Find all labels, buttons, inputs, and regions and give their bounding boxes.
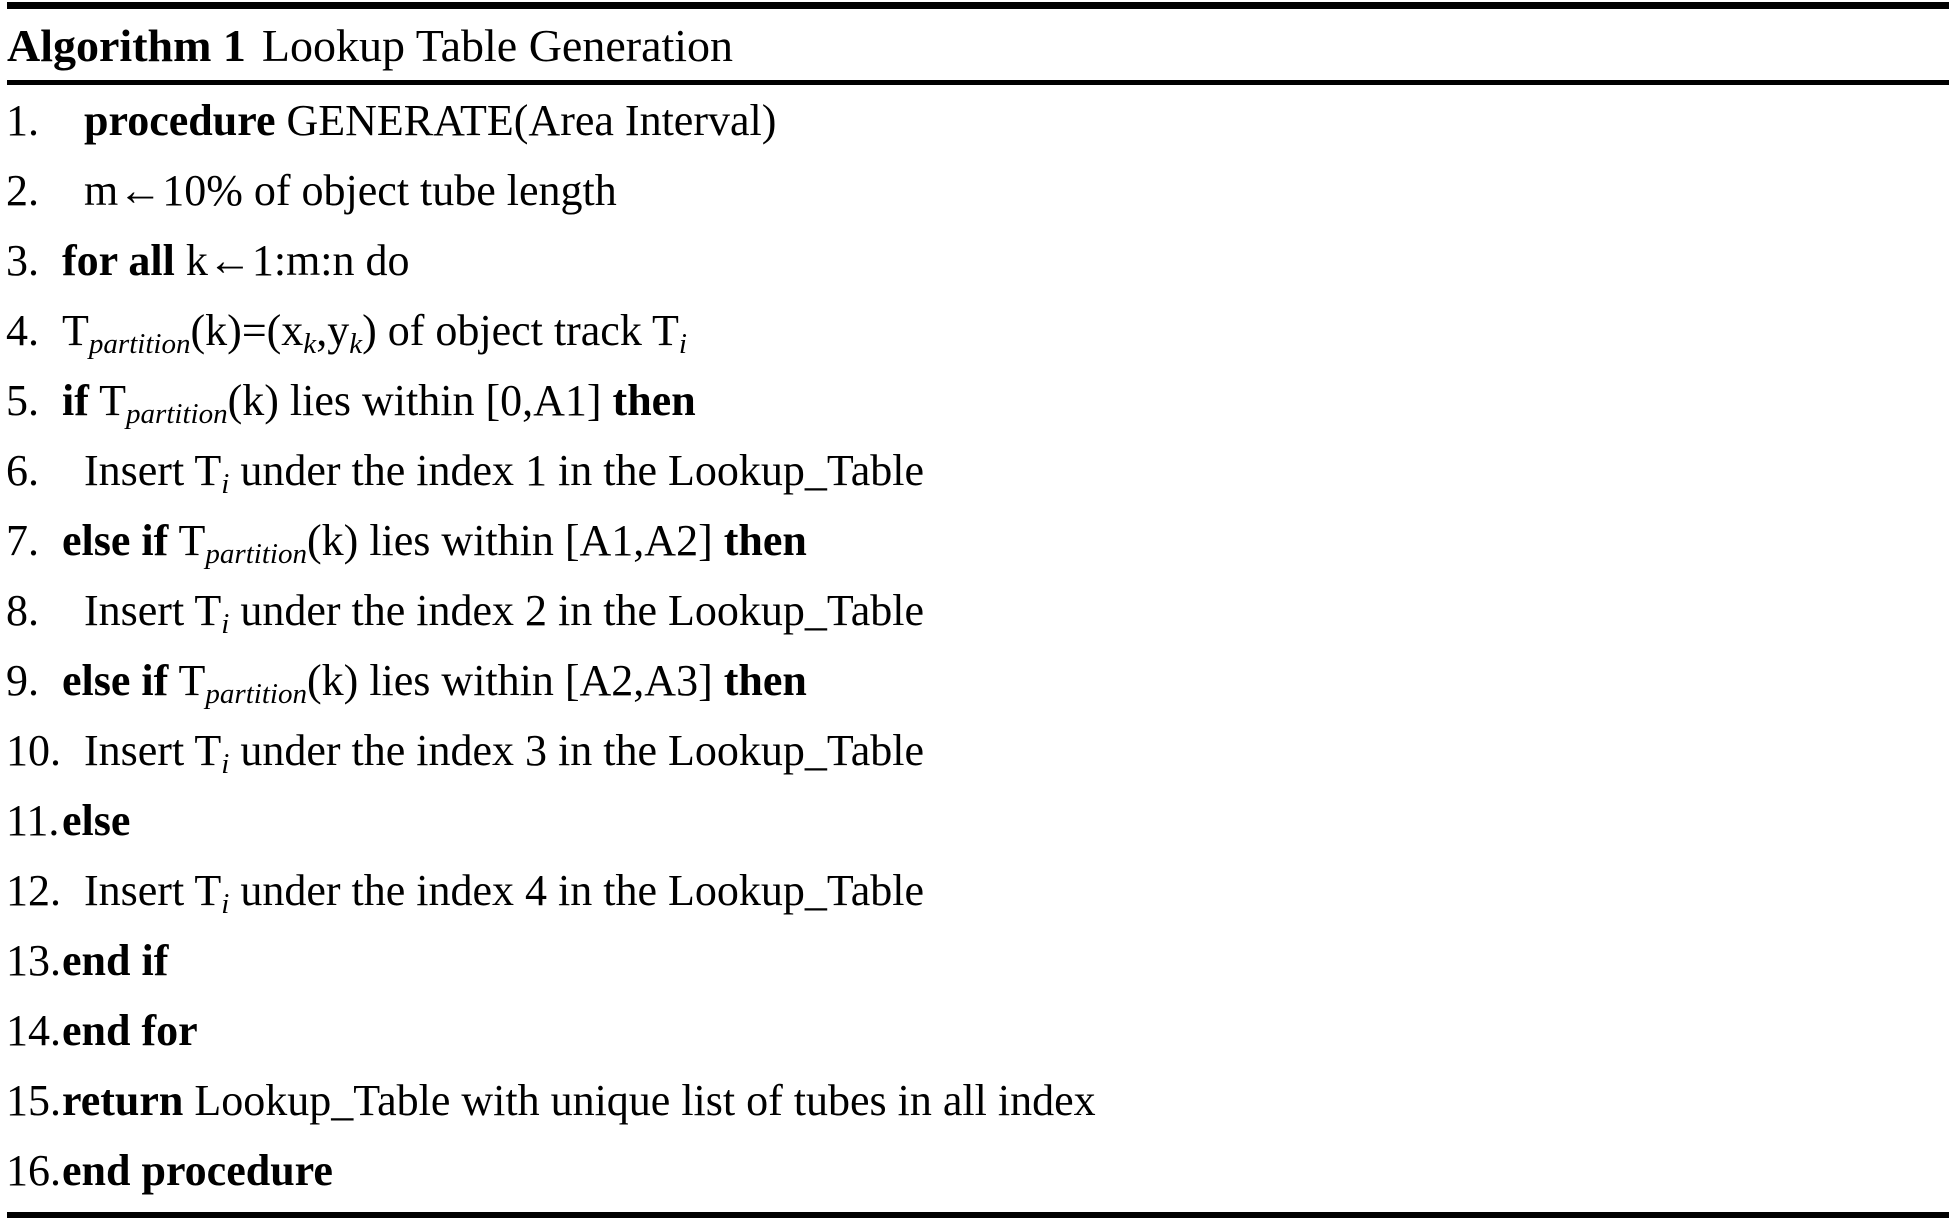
algorithm-line: 4. Tpartition(k)=(xk,yk) of object track … [0, 296, 1956, 366]
algorithm-line: 5. if Tpartition(k) lies within [0,A1] th… [0, 366, 1956, 436]
algorithm-line: 15.return Lookup_Table with unique list … [0, 1066, 1956, 1136]
algorithm-line-text: procedure GENERATE(Area Interval) [84, 96, 777, 145]
algorithm-line-number: 8. [6, 586, 39, 635]
algorithm-line: 6. Insert Ti under the index 1 in the Loo… [0, 436, 1956, 506]
algorithm-line: 13.end if [0, 926, 1956, 996]
algorithm-line-number: 3. [6, 236, 39, 285]
algorithm-line: 8. Insert Ti under the index 2 in the Loo… [0, 576, 1956, 646]
algorithm-line: 3. for all k←1:m:n do [0, 226, 1956, 296]
algorithm-line-text: end for [62, 1006, 198, 1055]
algorithm-line-number: 1. [6, 96, 39, 145]
algorithm-line-text: else if Tpartition(k) lies within [A1,A2… [62, 516, 807, 571]
algorithm-header-rule [7, 80, 1949, 85]
algorithm-line-number: 15. [6, 1076, 61, 1125]
algorithm-line-number: 11. [6, 796, 60, 845]
algorithm-line-number: 16. [6, 1146, 61, 1195]
algorithm-line-number: 14. [6, 1006, 61, 1055]
algorithm-line-text: m←10% of object tube length [84, 166, 617, 215]
algorithm-line-text: return Lookup_Table with unique list of … [62, 1076, 1096, 1125]
algorithm-line-text: Insert Ti under the index 1 in the Looku… [84, 446, 924, 501]
algorithm-line-text: for all k←1:m:n do [62, 236, 410, 285]
algorithm-line-text: Insert Ti under the index 2 in the Looku… [84, 586, 924, 641]
algorithm-label: Algorithm 1 [7, 20, 246, 71]
algorithm-line: 11.else [0, 786, 1956, 856]
algorithm-line-text: else if Tpartition(k) lies within [A2,A3… [62, 656, 807, 711]
algorithm-line-number: 13. [6, 936, 61, 985]
algorithm-line-number: 12. [6, 866, 61, 915]
algorithm-bottom-rule [7, 1212, 1949, 1218]
algorithm-name: Lookup Table Generation [261, 20, 734, 71]
algorithm-line-text: if Tpartition(k) lies within [0,A1] then [62, 376, 696, 431]
algorithm-line: 2. m←10% of object tube length [0, 156, 1956, 226]
algorithm-line-number: 10. [6, 726, 61, 775]
algorithm-line: 9. else if Tpartition(k) lies within [A2,… [0, 646, 1956, 716]
algorithm-line: 7. else if Tpartition(k) lies within [A1,… [0, 506, 1956, 576]
algorithm-line-text: Tpartition(k)=(xk,yk) of object track Ti [62, 306, 687, 361]
algorithm-line-number: 5. [6, 376, 39, 425]
algorithm-line: 12. Insert Ti under the index 4 in the Lo… [0, 856, 1956, 926]
algorithm-line-text: Insert Ti under the index 3 in the Looku… [84, 726, 924, 781]
algorithm-line-text: Insert Ti under the index 4 in the Looku… [84, 866, 924, 921]
algorithm-line: 10. Insert Ti under the index 3 in the Lo… [0, 716, 1956, 786]
algorithm-line-number: 6. [6, 446, 39, 495]
algorithm-line-text: end if [62, 936, 169, 985]
algorithm-top-rule [7, 2, 1949, 9]
algorithm-line-number: 7. [6, 516, 39, 565]
algorithm-line: 16.end procedure [0, 1136, 1956, 1206]
algorithm-line-number: 2. [6, 166, 39, 215]
algorithm-line-text: else [62, 796, 131, 845]
algorithm-line: 1. procedure GENERATE(Area Interval) [0, 86, 1956, 156]
algorithm-line: 14.end for [0, 996, 1956, 1066]
algorithm-line-text: end procedure [62, 1146, 333, 1195]
algorithm-title: Algorithm 1 Lookup Table Generation [7, 16, 1907, 76]
algorithm-line-number: 4. [6, 306, 39, 355]
algorithm-line-number: 9. [6, 656, 39, 705]
algorithm-steps-list: 1. procedure GENERATE(Area Interval) 2. m←1… [0, 86, 1956, 1206]
